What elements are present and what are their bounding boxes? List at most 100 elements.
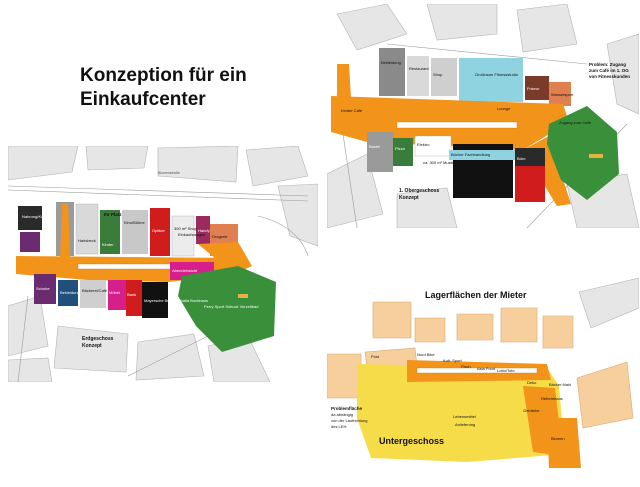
ug-ramp: [578, 277, 639, 329]
eg-caption-line2: Konzept: [82, 343, 102, 349]
og-corridor-west: [337, 64, 351, 98]
erdgeschoss-map: Ihr Platz Hairsbeck Nahrung/Konsum Kino/…: [8, 146, 318, 382]
eg-shop-magenta-1: [108, 280, 126, 310]
ug-corridor-benches: [416, 367, 538, 374]
og-label-shop-o: Lounge: [497, 106, 511, 111]
og-label-shop-l: Zugang zum Café: [559, 120, 592, 125]
obergeschoss-map: Bekleidung Restaurant Shop Großraum Fitn…: [327, 4, 639, 228]
untergeschoss-plan: Lagerflächen der Mieter Post Nord Bike K…: [327, 277, 639, 468]
ug-label-shop-e: Asia Food: [477, 366, 495, 371]
og-shop-white: [414, 135, 452, 157]
eg-shop-red-1: [150, 208, 170, 256]
og-shop-grey-1: [379, 48, 405, 96]
ug-caption: Untergeschoss: [379, 436, 444, 446]
og-shop-grey-2: [367, 132, 393, 172]
eg-label-shop-m: Handy: [198, 228, 210, 233]
og-label-shop-h: Bücher Fachhandlung: [451, 152, 490, 157]
page-title: Konzeption für ein Einkaufcenter: [80, 64, 280, 112]
ug-label-shop-i: Lebensmittel: [453, 414, 476, 419]
ug-problem-line2: da abhängig: [331, 412, 353, 417]
og-label-shop-n: Elektro: [417, 142, 430, 147]
og-shop-salmon: [549, 82, 571, 106]
og-shop-light-2: [431, 58, 457, 96]
eg-shop-blue: [58, 280, 78, 306]
og-shop-green: [393, 138, 413, 166]
ug-problem-line4: des LEH.: [331, 424, 347, 429]
eg-green-bench: [238, 294, 248, 298]
eg-shop-green: [100, 210, 120, 254]
eg-label-shop-d: Optiker: [152, 228, 166, 233]
eg-label-shop-i: Bäckerei/Café: [82, 288, 108, 293]
eg-roads: [8, 185, 309, 382]
eg-caption-line1: Erdgeschoss: [82, 336, 114, 342]
og-label-shop-i: ca. 300 m² Musik: [423, 160, 453, 165]
og-caption-line1: 1. Obergeschoss: [399, 188, 440, 194]
og-label-shop-c: Shop: [433, 72, 443, 77]
eg-shop-maroon: [196, 216, 210, 244]
og-label-shop-k: Pizza: [395, 146, 406, 151]
og-label-shop-g: Großraum Fitnessstudio: [475, 72, 519, 77]
eg-shop-purple-2: [34, 274, 56, 304]
eg-shop-black: [142, 282, 168, 318]
eg-label-plaza: Ihr Platz: [104, 212, 122, 217]
ug-heading: Lagerflächen der Mieter: [425, 290, 527, 300]
og-label-shop-d: Friseur: [527, 86, 540, 91]
ug-label-shop-g: Deko: [527, 380, 537, 385]
eg-label-shop-n: Abendeinsicht: [172, 268, 198, 273]
eg-label-shop-f: Drogerie: [212, 234, 228, 239]
eg-label-street: Blumenstraße: [158, 171, 180, 175]
eg-shop-light-3: [171, 215, 195, 257]
eg-shop-dark: [18, 206, 42, 230]
og-label-shop-e: Wassersport: [551, 92, 574, 97]
og-shop-cyan: [459, 58, 523, 102]
og-shop-light-1: [407, 56, 429, 96]
eg-label-shop-g: Schuhe: [36, 286, 50, 291]
ug-label-shop-j: Anlieferung: [455, 422, 475, 427]
eg-shop-light-2: [122, 210, 148, 254]
ug-label-shop-f: Lotto/Toto: [497, 368, 515, 373]
ug-label-shop-a: Post: [371, 354, 380, 359]
og-green-bench: [589, 154, 603, 158]
ug-label-shop-d: Fisch: [461, 364, 471, 369]
eg-label-shop-h: Bekleidung: [60, 290, 80, 295]
og-shop-cyan-2: [449, 150, 519, 160]
ug-label-shop-m: Blumen: [551, 436, 565, 441]
untergeschoss-map: Lagerflächen der Mieter Post Nord Bike K…: [327, 268, 639, 484]
ug-label-shop-k: Getränke: [523, 408, 540, 413]
eg-label-shop-c: Kino/Bühne: [124, 220, 145, 225]
og-caption-line2: Konzept: [399, 195, 419, 201]
ug-label-shop-c: Kult. Sport: [443, 358, 463, 363]
eg-corridor-north: [60, 204, 70, 258]
eg-shop-red-2: [126, 280, 142, 316]
og-shop-brown: [525, 76, 549, 100]
og-corridor-benches: [396, 121, 518, 129]
og-shop-dark: [515, 148, 545, 166]
eg-label-shop-b: Nahrung/Konsum: [22, 214, 54, 219]
ug-label-shop-l: Reformhaus: [541, 396, 563, 401]
ug-problem-line1: Problemfläche: [331, 406, 363, 411]
og-label-shop-j: Büro: [517, 156, 526, 161]
eg-corridor-east: [198, 242, 252, 274]
og-shop-red: [515, 166, 545, 202]
og-green-space: [547, 106, 619, 200]
eg-label-shop-k: Bank: [127, 292, 136, 297]
eg-label-sport: Perry Sport Schuck Vorzeitbad: [204, 304, 258, 309]
ug-label-shop-h: Bäcker Mahl: [549, 382, 571, 387]
eg-shop-light-1: [75, 203, 99, 255]
eg-label-shop-o: Einkaufswagen: [178, 232, 205, 237]
eg-label-shop-e: 300 m² Shop: [174, 226, 198, 231]
og-problem-line1: Problem: Zugang: [589, 62, 626, 67]
og-problem-line3: von Fitnesskunden: [589, 74, 630, 79]
eg-label-shop-j: Möbel: [109, 290, 120, 295]
eg-green-space: [178, 266, 276, 352]
page-title-line1: Konzeption für ein: [80, 65, 247, 86]
erdgeschoss-plan: Ihr Platz Hairsbeck Nahrung/Konsum Kino/…: [8, 146, 318, 382]
og-label-shop-a: Bekleidung: [381, 60, 401, 65]
eg-label-shop-l: Kinder: [102, 242, 114, 247]
og-label-shop-f: Bastel: [369, 144, 380, 149]
og-label-shop-b: Restaurant: [409, 66, 429, 71]
og-label-shop-m: Kinder Café: [341, 108, 363, 113]
ug-label-shop-b: Nord Bike: [417, 352, 435, 357]
ug-problem-line3: von der Laufrichtung: [331, 418, 367, 423]
eg-label-magnet: Mayersche Buchh. Thalia Buchhaus: [144, 298, 208, 303]
